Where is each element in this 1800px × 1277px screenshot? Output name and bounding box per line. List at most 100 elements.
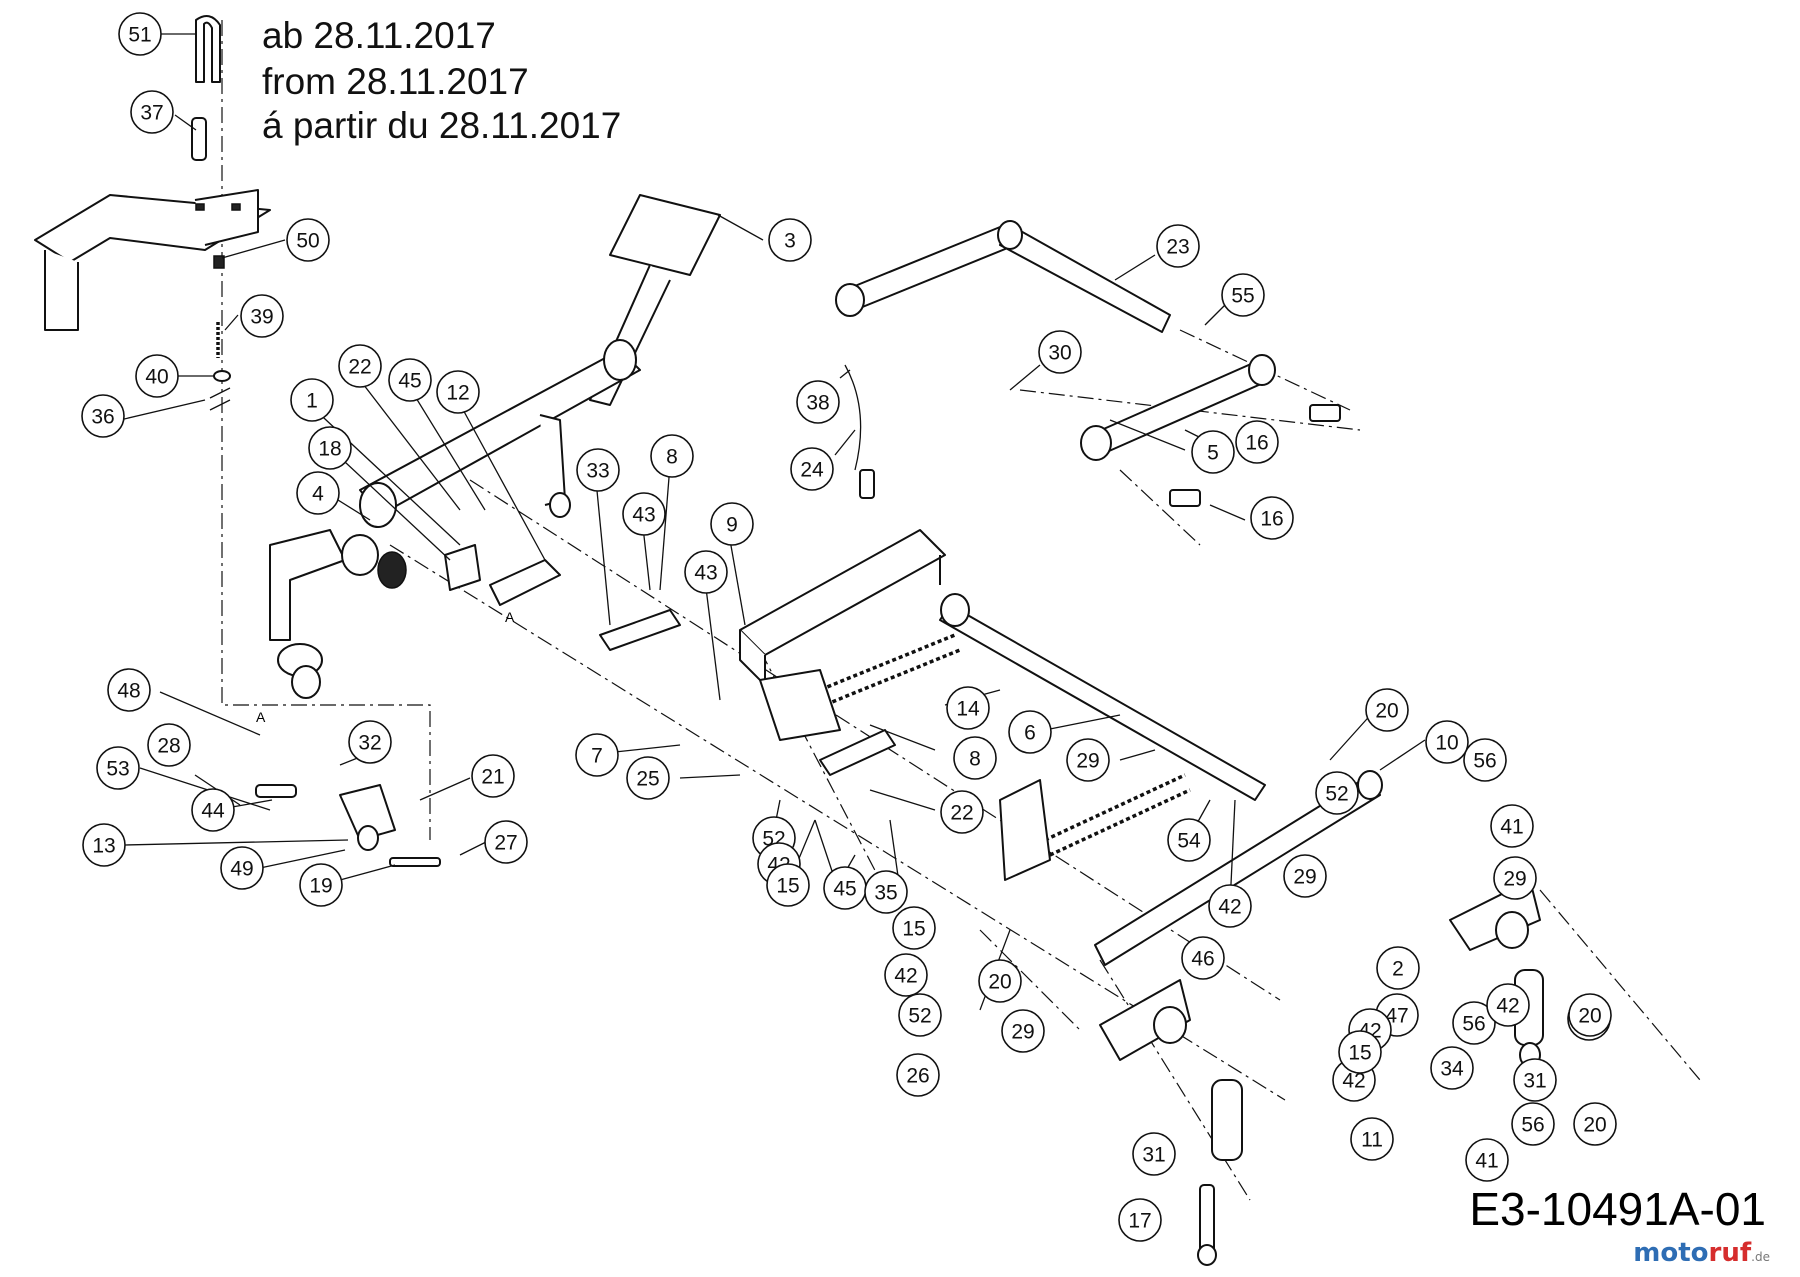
callout-1: 1 (290, 378, 334, 422)
callout-52: 52 (1315, 771, 1359, 815)
callout-number: 10 (1435, 732, 1458, 755)
callout-circle (147, 723, 191, 767)
callout-number: 55 (1231, 285, 1254, 308)
callout-23: 23 (1156, 224, 1200, 268)
callout-circle (978, 959, 1022, 1003)
callout-number: 41 (1475, 1150, 1498, 1173)
callout-number: 50 (296, 230, 319, 253)
long-arm (1094, 770, 1383, 966)
callout-number: 14 (956, 698, 980, 721)
callout-circle (575, 733, 619, 777)
callout-45: 45 (388, 358, 432, 402)
callout-circle (436, 370, 480, 414)
callout-15: 15 (892, 906, 936, 950)
callout-number: 43 (694, 562, 717, 585)
callout-number: 2 (1392, 958, 1404, 981)
callout-50: 50 (286, 218, 330, 262)
validity-note-en: from 28.11.2017 (262, 61, 529, 102)
callout-number: 1 (306, 390, 318, 413)
callout-circle (940, 790, 984, 834)
callout-49: 49 (220, 846, 264, 890)
callout-circle (338, 344, 382, 388)
callout-8: 8 (953, 736, 997, 780)
callout-43: 43 (684, 550, 728, 594)
document-code: E3-10491A-01 (1469, 1183, 1766, 1235)
callout-number: 11 (1361, 1129, 1383, 1152)
callout-circle (220, 846, 264, 890)
callout-number: 19 (309, 875, 332, 898)
callout-number: 56 (1521, 1114, 1544, 1137)
callout-number: 20 (1578, 1005, 1601, 1028)
callout-number: 33 (586, 460, 609, 483)
callout-number: 21 (481, 766, 504, 789)
callout-53: 53 (96, 746, 140, 790)
callout-number: 40 (145, 366, 168, 389)
callout-circle (892, 906, 936, 950)
callout-number: 31 (1142, 1144, 1165, 1167)
callout-circle (650, 434, 694, 478)
callout-number: 35 (874, 882, 897, 905)
callout-number: 15 (902, 918, 925, 941)
callout-number: 54 (1177, 830, 1201, 853)
callout-circle (96, 746, 140, 790)
callout-circle (130, 90, 174, 134)
callout-circle (296, 471, 340, 515)
callout-number: 51 (128, 24, 151, 47)
callout-55: 55 (1221, 273, 1265, 317)
callout-43: 43 (622, 492, 666, 536)
callout-number: 26 (906, 1065, 929, 1088)
callout-42: 42 (1486, 983, 1530, 1027)
caster-left (269, 529, 346, 699)
callout-56: 56 (1452, 1001, 1496, 1045)
callout-39: 39 (240, 294, 284, 338)
callout-number: 42 (1496, 995, 1519, 1018)
callout-circle (1463, 738, 1507, 782)
callout-3: 3 (768, 218, 812, 262)
callout-number: 29 (1011, 1021, 1034, 1044)
mounting-bracket (34, 189, 271, 331)
callout-52: 52 (898, 993, 942, 1037)
callout-42: 42 (884, 953, 928, 997)
callout-circle (576, 448, 620, 492)
callout-11: 11 (1350, 1117, 1394, 1161)
callout-34: 34 (1430, 1046, 1474, 1090)
callout-number: 42 (1342, 1070, 1365, 1093)
callout-42: 42 (1208, 884, 1252, 928)
callout-13: 13 (82, 823, 126, 867)
marker-a-upper: A (505, 609, 515, 625)
callout-number: 15 (776, 875, 799, 898)
link-bar (1080, 354, 1341, 507)
cable (844, 364, 875, 499)
callout-circle (796, 380, 840, 424)
callout-circle (1283, 854, 1327, 898)
callout-circle (135, 354, 179, 398)
callout-circle (1430, 1046, 1474, 1090)
a-markers: A A (256, 609, 515, 725)
callout-number: 18 (318, 438, 341, 461)
callout-30: 30 (1038, 330, 1082, 374)
callout-number: 15 (1348, 1042, 1371, 1065)
callout-circle (766, 863, 810, 907)
callout-16: 16 (1235, 420, 1279, 464)
lower-caster-bracket (1099, 979, 1243, 1266)
callout-circle (898, 993, 942, 1037)
callout-27: 27 (484, 820, 528, 864)
callout-number: 29 (1503, 868, 1526, 891)
callout-number: 34 (1440, 1058, 1464, 1081)
callout-number: 8 (666, 446, 678, 469)
callout-number: 22 (950, 802, 973, 825)
callout-number: 52 (1325, 783, 1348, 806)
callout-number: 43 (632, 504, 655, 527)
callout-number: 48 (117, 680, 140, 703)
callout-number: 8 (969, 748, 981, 771)
callout-number: 36 (91, 406, 114, 429)
callout-circle (1315, 771, 1359, 815)
callout-2: 2 (1376, 946, 1420, 990)
callout-number: 49 (230, 858, 253, 881)
u-pin (191, 15, 231, 411)
watermark-logo: motoruf.de (1633, 1238, 1770, 1268)
callout-4: 4 (296, 471, 340, 515)
callout-circle (1365, 688, 1409, 732)
callout-circle (790, 447, 834, 491)
